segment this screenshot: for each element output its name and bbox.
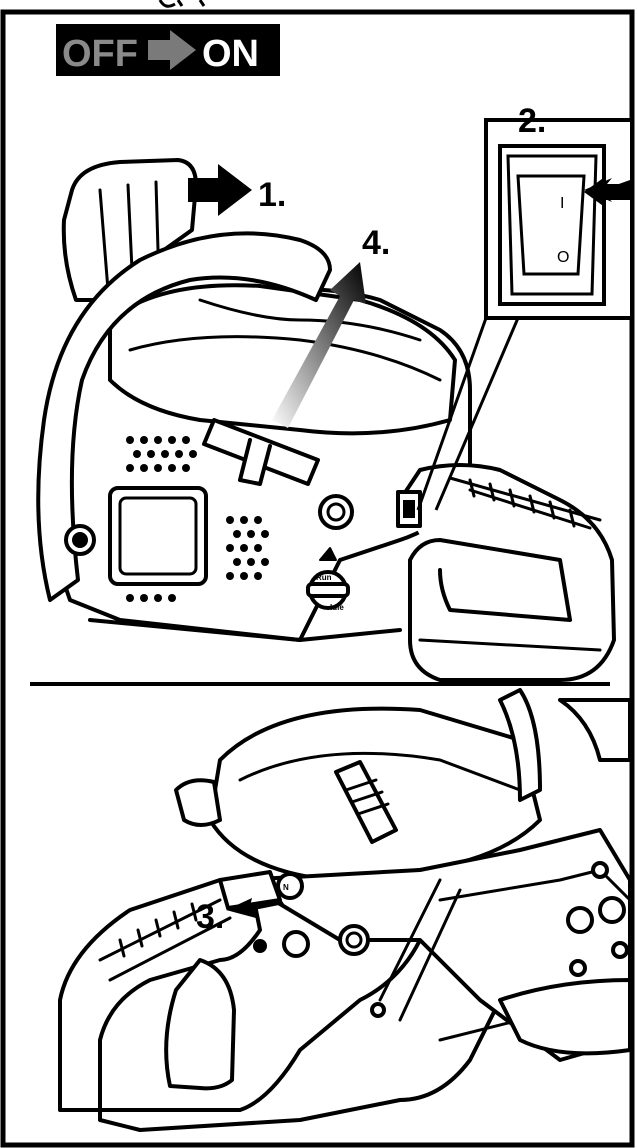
step1-label: 1. — [258, 176, 286, 214]
cropped-heading-remnant — [158, 0, 206, 8]
primer-bulb — [318, 494, 354, 530]
step4-label: 4. — [362, 224, 390, 262]
svg-text:Idle: Idle — [330, 603, 344, 612]
step3-arrow — [226, 898, 284, 918]
step2-label: 2. — [518, 102, 546, 140]
on-label: ON — [202, 33, 259, 75]
svg-text:Run: Run — [316, 573, 332, 582]
right-arrow-icon — [148, 30, 196, 70]
cover-clamp — [334, 760, 398, 844]
off-on-banner: OFF ON — [56, 24, 280, 76]
step1-arrow — [188, 164, 252, 216]
step3-label: 3. — [196, 898, 224, 936]
switch-inset: I O — [416, 118, 634, 511]
step4-arrow — [272, 262, 366, 428]
svg-text:N: N — [283, 883, 289, 892]
chain-saw-top-illustration: Run Idle — [36, 158, 616, 682]
air-filter-cover — [108, 486, 208, 586]
rear-switch-knob — [276, 872, 304, 900]
rear-handle-body — [98, 918, 502, 1132]
off-label: OFF — [62, 33, 138, 75]
chain-saw-bottom-illustration: N — [58, 688, 632, 1132]
switch-on-mark: I — [560, 195, 564, 212]
switch-off-mark: O — [557, 249, 569, 266]
rear-grip — [58, 878, 262, 1112]
choke-knob — [306, 570, 350, 610]
front-handle — [36, 231, 332, 602]
diagram-border — [0, 9, 635, 1148]
vent-grille — [126, 436, 269, 602]
